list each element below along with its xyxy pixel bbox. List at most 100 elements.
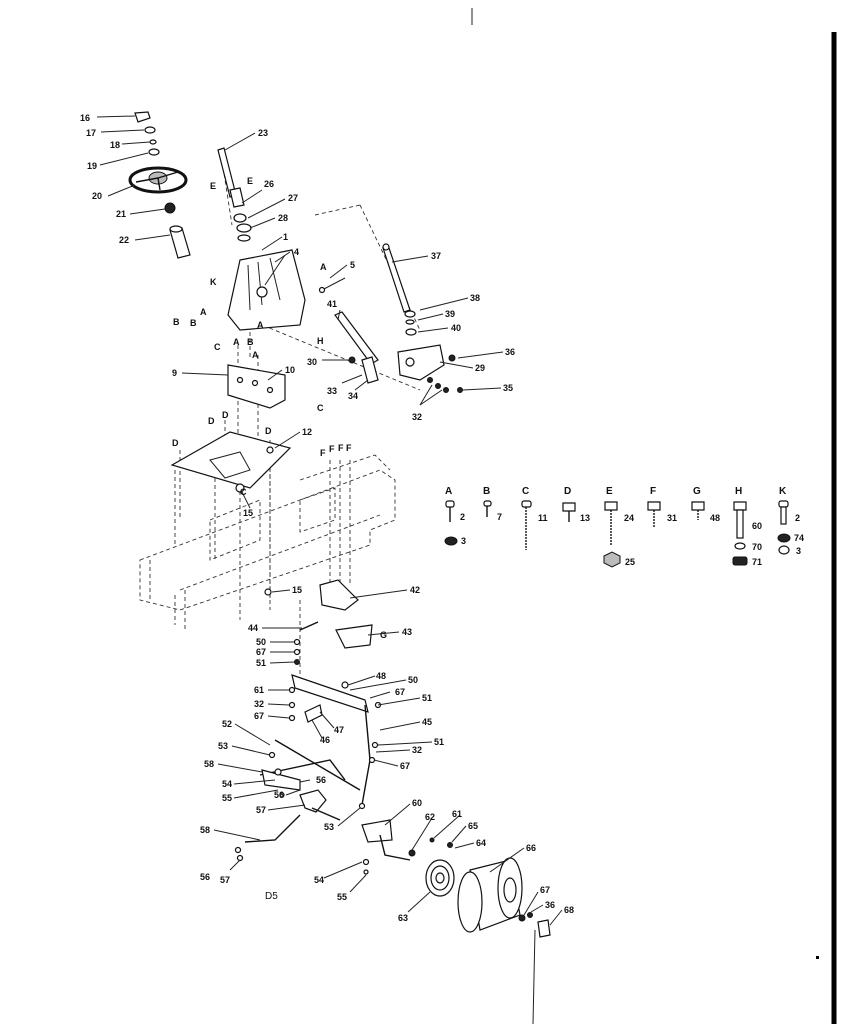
axle-pin — [527, 912, 533, 918]
callout: 33 — [327, 386, 337, 396]
callout: 36 — [545, 900, 555, 910]
bolt-head-icon — [733, 501, 747, 511]
shaft-nut — [237, 234, 251, 242]
callout: 20 — [92, 191, 102, 201]
steering-wheel — [128, 166, 188, 194]
hardware-letter: K — [779, 486, 787, 497]
hardware-number: 31 — [667, 513, 677, 523]
callout: 9 — [172, 368, 177, 378]
callout: 18 — [110, 140, 120, 150]
letter: A — [320, 262, 327, 272]
callout: 4 — [294, 247, 299, 257]
bolt-head-icon — [562, 502, 576, 512]
hardware-number: 25 — [625, 557, 635, 567]
pedal-lever — [288, 674, 382, 806]
bolt-shank-icon — [780, 506, 787, 525]
hardware-number: 3 — [796, 546, 801, 556]
bolt-head-icon — [445, 500, 455, 508]
callout: 54 — [314, 875, 324, 885]
callout: 35 — [503, 383, 513, 393]
steering-nut — [149, 139, 157, 145]
tie-rod — [334, 311, 379, 365]
bolt-head-icon — [691, 501, 705, 511]
bolt-head-icon — [778, 500, 789, 508]
hardware-letter: E — [606, 486, 613, 497]
bolt-head-icon — [521, 500, 532, 508]
washer-50 — [293, 638, 301, 646]
letter: F — [329, 444, 335, 454]
nut-51 — [294, 659, 300, 665]
letter: E — [247, 176, 253, 186]
washer-icon — [734, 542, 746, 550]
letter: F — [320, 448, 326, 458]
nut-icon — [444, 536, 458, 546]
callout: 30 — [307, 357, 317, 367]
bolt-head-icon — [483, 500, 492, 507]
callout: 17 — [86, 128, 96, 138]
callout: 53 — [324, 822, 334, 832]
callout: 58 — [204, 759, 214, 769]
callout-numbers: 16 17 18 19 20 21 22 23 26 27 28 1 4 5 3… — [80, 113, 574, 923]
callout: 57 — [220, 875, 230, 885]
hardware-number: 70 — [752, 542, 762, 552]
speck — [816, 956, 819, 959]
hardware-number: 7 — [497, 512, 502, 522]
callout: 67 — [540, 885, 550, 895]
callout: 67 — [395, 687, 405, 697]
callout: 5 — [350, 260, 355, 270]
steering-hub-insert — [148, 148, 160, 156]
fastener-15 — [264, 588, 272, 596]
letter: E — [210, 181, 216, 191]
callout: 41 — [327, 299, 337, 309]
washer-67 — [293, 648, 301, 656]
shaft-bushing — [233, 213, 247, 223]
bolt-44 — [299, 621, 319, 631]
callout: 40 — [451, 323, 461, 333]
callout: 32 — [254, 699, 264, 709]
hardware-letter: H — [735, 486, 742, 497]
callout: 61 — [452, 809, 462, 819]
brake-lever — [299, 789, 341, 821]
callout: 37 — [431, 251, 441, 261]
callout: 61 — [254, 685, 264, 695]
linkage-rod — [234, 814, 301, 862]
callout: 16 — [80, 113, 90, 123]
callout: 27 — [288, 193, 298, 203]
callout: 52 — [222, 719, 232, 729]
callout: 67 — [254, 711, 264, 721]
callout: 51 — [422, 693, 432, 703]
callout: 67 — [256, 647, 266, 657]
hardware-letter: A — [445, 486, 452, 497]
letter: C — [240, 487, 247, 497]
callout: 67 — [400, 761, 410, 771]
hardware-letter: C — [522, 486, 529, 497]
bolt-shank-icon — [736, 509, 744, 539]
callout: 44 — [248, 623, 258, 633]
steering-gear-bracket — [348, 344, 463, 393]
hardware-number: 2 — [795, 513, 800, 523]
callout: 51 — [434, 737, 444, 747]
hardware-letter: F — [650, 486, 656, 497]
callout: 62 — [425, 812, 435, 822]
leader-lines — [96, 115, 563, 926]
letter: K — [210, 277, 217, 287]
letter: A — [200, 307, 207, 317]
steering-shaft — [217, 147, 245, 208]
wheel-tire — [457, 857, 523, 933]
axle-washer — [518, 914, 526, 922]
floor-pan — [170, 431, 292, 493]
letter: D — [222, 410, 229, 420]
hardware-number: 48 — [710, 513, 720, 523]
support-bolt-5 — [318, 277, 346, 294]
callout: 56 — [274, 790, 284, 800]
hardware-number: 11 — [538, 513, 548, 523]
callout: 21 — [116, 209, 126, 219]
hardware-number: 13 — [580, 513, 590, 523]
callout: 65 — [468, 821, 478, 831]
callout: 12 — [302, 427, 312, 437]
letter: A — [252, 350, 259, 360]
hardware-letter: B — [483, 486, 490, 497]
steering-cap — [134, 111, 151, 123]
